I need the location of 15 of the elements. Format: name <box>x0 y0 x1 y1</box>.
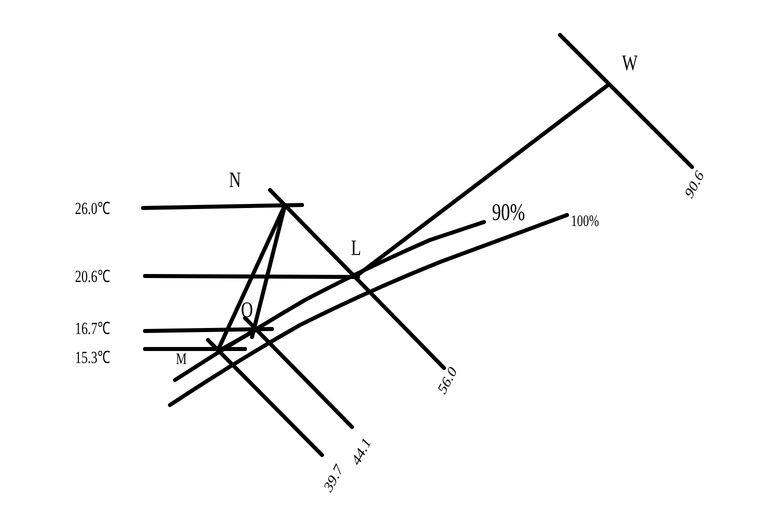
point-label: M <box>176 352 187 368</box>
point-label: O <box>241 299 253 321</box>
humidity-label: 100% <box>571 214 599 230</box>
enthalpy-label: 90.6 <box>682 166 706 201</box>
enthalpy-label: 39.7 <box>322 460 346 495</box>
temperature-label: 26.0℃ <box>75 200 110 216</box>
point-label: L <box>351 237 362 259</box>
temperature-label: 15.3℃ <box>75 348 110 366</box>
point-label: N <box>229 169 241 191</box>
temperature-label: 20.6℃ <box>75 268 110 284</box>
enthalpy-label: 44.1 <box>350 434 374 468</box>
humidity-label: 90% <box>492 201 525 225</box>
point-label: W <box>622 52 638 74</box>
temperature-label: 16.7℃ <box>75 320 110 336</box>
enthalpy-label: 56.0 <box>436 362 460 397</box>
